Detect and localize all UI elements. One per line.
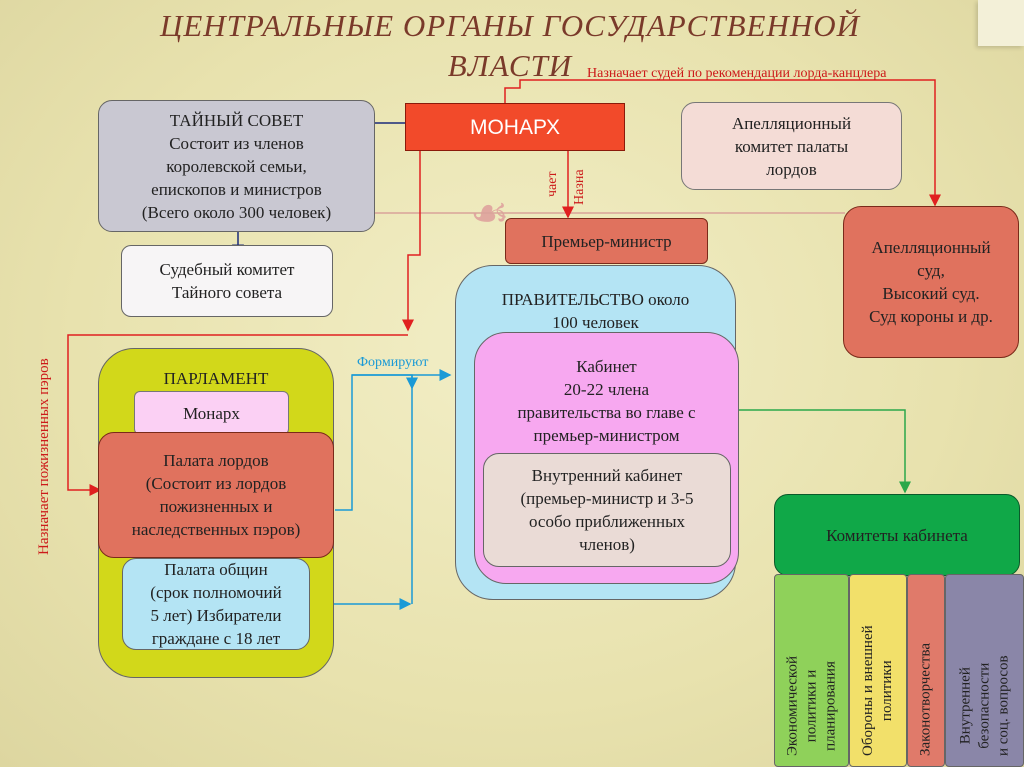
privy-line-1: ТАЙНЫЙ СОВЕТ (169, 110, 304, 130)
committee-defense-line-1: Обороны и внешней (860, 625, 876, 756)
privy-line-2: Состоит из членов (169, 133, 304, 153)
inner-cabinet-line-2: (премьер-министр и 3-5 (520, 489, 694, 508)
label-appoints-short-1: чает (545, 171, 560, 197)
lords-line-3: пожизненных и (159, 497, 273, 516)
committee-economic-label: Экономической политики и планирования (783, 656, 840, 756)
monarch-box: МОНАРХ (405, 103, 625, 151)
inner-cabinet-box: Внутренний кабинет (премьер-министр и 3-… (483, 453, 731, 567)
appeal-court-line-3: Высокий суд. (882, 284, 980, 303)
arrow-peers-lords (67, 334, 408, 496)
government-line-1: ПРАВИТЕЛЬСТВО около (501, 290, 690, 309)
committee-legislation-label: Законотворчества (917, 643, 936, 756)
page-title: ЦЕНТРАЛЬНЫЕ ОРГАНЫ ГОСУДАРСТВЕННОЙ ВЛАСТ… (130, 6, 890, 86)
committee-security: Внутренней безопасности и соц. вопросов (945, 574, 1024, 767)
title-line-2: ВЛАСТИ (447, 48, 573, 83)
committee-defense-label: Обороны и внешней политики (859, 625, 897, 756)
lords-line-1: Палата лордов (163, 451, 269, 470)
committee-security-line-2: безопасности (976, 662, 992, 749)
lords-line-2: (Состоит из лордов (145, 474, 287, 493)
commons-line-2: (срок полномочий (150, 583, 282, 602)
inner-cabinet-line-1: Внутренний кабинет (531, 466, 683, 485)
privy-council-box: ТАЙНЫЙ СОВЕТ Состоит из членов королевск… (98, 100, 375, 232)
parliament-monarch-box: Монарх (134, 391, 289, 435)
appeal-committee-box: Апелляционный комитет палаты лордов (681, 102, 902, 190)
commons-line-1: Палата общин (164, 560, 268, 579)
appeal-committee-line-3: лордов (766, 159, 817, 179)
monarch-label: МОНАРХ (469, 115, 561, 139)
cabinet-line-3: правительства во главе с (517, 403, 696, 422)
committee-legislation: Законотворчества (907, 574, 945, 767)
parliament-title: ПАРЛАМЕНТ (163, 369, 269, 388)
inner-cabinet-line-3: особо приближенных (528, 512, 686, 531)
label-appoints-judges: Назначает судей по рекомендации лорда-ка… (587, 66, 887, 81)
title-line-1: ЦЕНТРАЛЬНЫЕ ОРГАНЫ ГОСУДАРСТВЕННОЙ (159, 8, 861, 43)
prime-minister-box: Премьер-министр (505, 218, 708, 264)
arrow-forms-1 (335, 369, 452, 511)
government-line-2: 100 человек (552, 313, 639, 332)
arrow-cabinet-committees (730, 409, 911, 494)
committee-economic-line-2: политики и (803, 669, 819, 743)
prime-minister-label: Премьер-министр (541, 231, 672, 251)
judicial-line-2: Тайного совета (171, 283, 283, 302)
arrow-monarch-courts (504, 79, 941, 207)
privy-line-4: епископов и министров (151, 179, 322, 199)
committee-defense-line-2: политики (879, 660, 895, 722)
appeal-committee-line-2: комитет палаты (734, 136, 849, 156)
committee-defense: Обороны и внешней политики (849, 574, 907, 767)
cabinet-committees-box: Комитеты кабинета (774, 494, 1020, 576)
house-of-lords-box: Палата лордов (Состоит из лордов пожизне… (98, 432, 334, 558)
house-of-commons-box: Палата общин (срок полномочий 5 лет) Изб… (122, 558, 310, 650)
appeal-court-box: Апелляционный суд, Высокий суд. Суд коро… (843, 206, 1019, 358)
commons-line-4: граждане с 18 лет (151, 629, 281, 648)
privy-line-5: (Всего около 300 человек) (141, 202, 332, 222)
arrow-monarch-down (402, 150, 421, 332)
parliament-monarch-label: Монарх (183, 403, 240, 423)
committees-title: Комитеты кабинета (826, 525, 968, 545)
privy-line-3: королевской семьи, (166, 156, 307, 176)
committee-economic: Экономической политики и планирования (774, 574, 849, 767)
corner-decoration (978, 0, 1024, 46)
committee-security-line-1: Внутренней (957, 667, 973, 745)
label-appoints-peers: Назначает пожизненных пэров (36, 358, 52, 555)
judicial-line-1: Судебный комитет (159, 260, 295, 279)
committee-legislation-line-1: Законотворчества (917, 642, 934, 756)
cabinet-line-1: Кабинет (576, 357, 637, 376)
commons-line-3: 5 лет) Избиратели (150, 606, 282, 625)
committee-security-label: Внутренней безопасности и соц. вопросов (956, 655, 1013, 756)
label-forms: Формируют (357, 355, 429, 370)
appeal-committee-line-1: Апелляционный (731, 113, 852, 133)
committee-economic-line-3: планирования (822, 661, 838, 751)
cabinet-line-4: премьер-министром (533, 426, 680, 445)
inner-cabinet-line-4: членов) (579, 535, 635, 554)
appeal-court-line-1: Апелляционный (871, 238, 991, 257)
committee-security-line-3: и соц. вопросов (995, 655, 1011, 756)
label-appoints-short-2: Назна (572, 169, 587, 205)
committee-economic-line-1: Экономической (784, 656, 800, 756)
lords-line-4: наследственных пэров) (131, 520, 301, 539)
judicial-committee-box: Судебный комитет Тайного совета (121, 245, 333, 317)
cabinet-line-2: 20-22 члена (563, 380, 650, 399)
arrow-forms-2 (352, 374, 413, 604)
appeal-court-line-4: Суд короны и др. (869, 307, 993, 326)
appeal-court-line-2: суд, (917, 261, 945, 280)
